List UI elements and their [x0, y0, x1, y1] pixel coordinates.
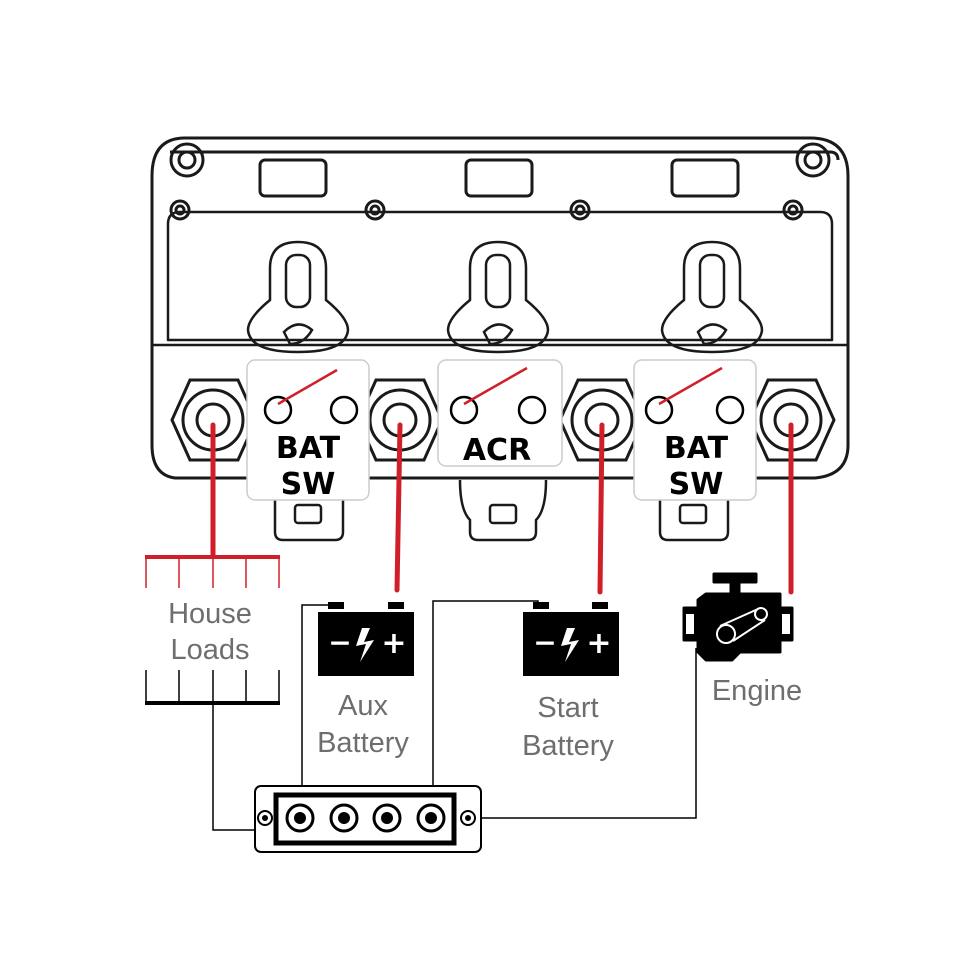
switch-panel-left: BAT SW: [246, 359, 370, 502]
bat-sw-right-line2: SW: [669, 467, 724, 502]
busbar-icon: [254, 785, 482, 853]
house-loads-label-line2: Loads: [170, 634, 249, 666]
busbar-terminal[interactable]: [329, 803, 359, 833]
wire-aux-battery: [394, 422, 403, 593]
aux-battery-label-line1: Aux: [338, 690, 388, 722]
bat-sw-left-line2: SW: [281, 467, 336, 502]
bolt-icon: [561, 628, 579, 662]
start-battery-pos-post: [592, 602, 608, 609]
switch-lever-center: [463, 366, 528, 406]
wire-engine-negative: [466, 648, 697, 819]
busbar-terminal[interactable]: [372, 803, 402, 833]
wire-house-negative: [212, 703, 272, 831]
acr-label: ACR: [463, 433, 531, 468]
start-battery: − +: [523, 602, 619, 676]
aux-battery-neg-post: [328, 602, 344, 609]
start-battery-minus: −: [533, 626, 556, 659]
engine-icon: [682, 572, 794, 662]
wire-start-negative: [432, 600, 539, 812]
switch-panel-right: BAT SW: [633, 359, 757, 502]
start-battery-plus: +: [586, 626, 611, 661]
knob-center[interactable]: [446, 240, 550, 354]
start-battery-neg-post: [533, 602, 549, 609]
start-battery-label-line2: Battery: [522, 730, 614, 762]
bat-sw-left-line1: BAT: [276, 431, 341, 466]
top-slot-left: [258, 158, 328, 198]
switch-panel-center: ACR: [437, 359, 563, 468]
bat-sw-right-line1: BAT: [664, 431, 729, 466]
wire-start-battery: [597, 422, 605, 595]
busbar-terminal[interactable]: [416, 803, 446, 833]
house-loads-label-line1: House: [168, 598, 252, 630]
bolt-icon: [356, 628, 374, 662]
knob-right[interactable]: [660, 240, 764, 354]
knob-left[interactable]: [246, 240, 350, 354]
aux-battery-pos-post: [388, 602, 404, 609]
switch-lever-right: [658, 366, 723, 406]
start-battery-label-line1: Start: [537, 692, 598, 724]
terminal-nut-1[interactable]: [170, 378, 258, 462]
busbar-terminal[interactable]: [285, 803, 315, 833]
lower-connectors: [273, 479, 730, 542]
terminal-nut-2[interactable]: [356, 378, 444, 462]
aux-battery: − +: [318, 602, 414, 676]
house-loads-bottom-bus: [145, 670, 280, 705]
top-slot-center: [464, 158, 534, 198]
aux-battery-plus: +: [381, 626, 406, 661]
terminal-nut-4[interactable]: [748, 378, 836, 462]
house-loads-top-bus: [145, 555, 280, 588]
switch-lever-left: [277, 368, 338, 406]
aux-battery-minus: −: [328, 626, 351, 659]
top-slot-right: [670, 158, 740, 198]
wire-aux-negative: [301, 604, 328, 812]
module-housing: [150, 136, 850, 480]
aux-battery-label-line2: Battery: [317, 727, 409, 759]
engine-label: Engine: [712, 675, 802, 707]
